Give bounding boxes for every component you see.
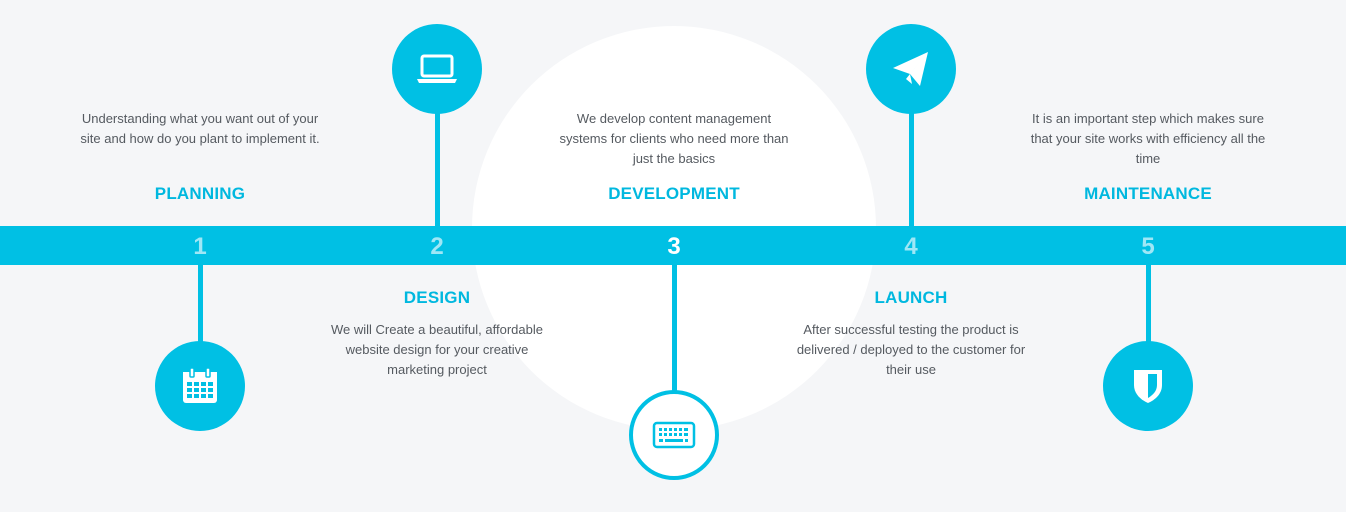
paper-plane-icon (893, 52, 928, 86)
step-1-description: Understanding what you want out of your … (80, 111, 320, 146)
step-4-title: LAUNCH (874, 288, 948, 307)
step-3-number: 3 (667, 233, 681, 260)
step-3-description: We develop content management systems fo… (559, 111, 789, 166)
step-3-icon-circle[interactable] (629, 390, 719, 480)
step-5-icon-circle[interactable] (1103, 341, 1193, 431)
step-4-number: 4 (904, 233, 918, 260)
keyboard-icon (652, 421, 696, 449)
step-4-stem (909, 112, 914, 228)
step-2-stem (435, 112, 440, 228)
step-5-description: It is an important step which makes sure… (1030, 111, 1266, 166)
step-5-title: MAINTENANCE (1084, 184, 1212, 203)
step-1-title: PLANNING (154, 184, 246, 203)
timeline-band (0, 226, 1346, 265)
calendar-icon (183, 367, 217, 403)
step-5-stem (1146, 265, 1151, 345)
laptop-icon (417, 54, 457, 83)
step-4-icon-circle[interactable] (866, 24, 956, 114)
step-2-number: 2 (430, 233, 444, 260)
step-3-title: DEVELOPMENT (608, 184, 740, 203)
step-2-description: We will Create a beautiful, affordable w… (331, 322, 543, 377)
step-1-icon-circle[interactable] (155, 341, 245, 431)
step-5-number: 5 (1141, 233, 1155, 260)
step-3-stem (672, 265, 677, 393)
step-1-number: 1 (193, 233, 207, 260)
step-4-description: After successful testing the product is … (796, 322, 1026, 377)
step-1-stem (198, 265, 203, 345)
shield-icon (1134, 370, 1162, 403)
step-2-title: DESIGN (403, 288, 471, 307)
step-2-icon-circle[interactable] (392, 24, 482, 114)
